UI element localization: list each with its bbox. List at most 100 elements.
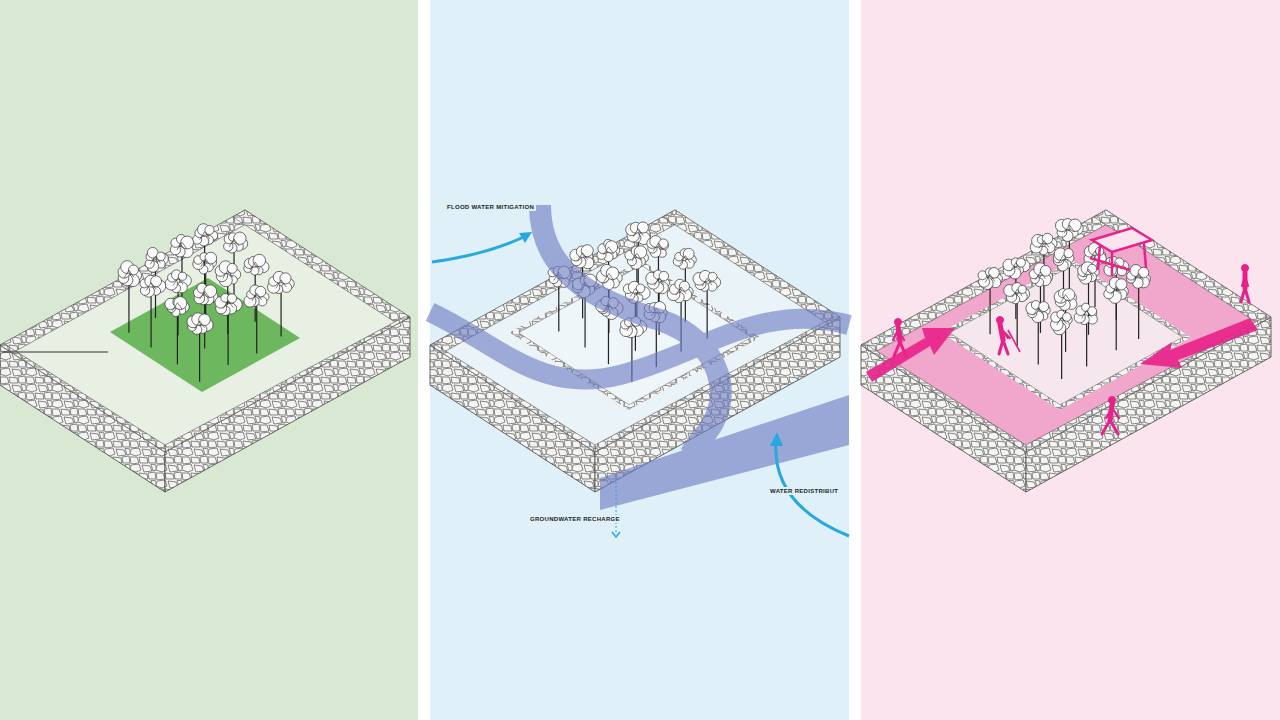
tree-branch xyxy=(578,253,588,261)
platform-top xyxy=(861,210,1271,452)
table-leg xyxy=(1098,245,1100,270)
panel-ground xyxy=(0,0,418,720)
person-figure xyxy=(1241,265,1249,303)
tree-trunk xyxy=(280,288,281,337)
rim-wall xyxy=(0,345,165,452)
person-arm xyxy=(1112,408,1119,418)
person-leg xyxy=(1102,420,1110,434)
tree-canopy xyxy=(280,273,291,284)
tree-branch xyxy=(1064,225,1074,233)
panel-ground xyxy=(861,0,1280,720)
grove-ground xyxy=(110,278,300,392)
tree-trunk xyxy=(989,283,990,335)
tree-branch xyxy=(1035,272,1045,280)
tree-branch xyxy=(604,274,614,282)
tree xyxy=(1074,303,1097,366)
activity-zone xyxy=(861,210,1271,452)
tree xyxy=(215,294,242,365)
tree-canopy xyxy=(253,254,265,266)
tree xyxy=(165,297,189,365)
tree-canopy xyxy=(199,314,211,326)
tree-branch xyxy=(1134,273,1144,281)
flow-arrows xyxy=(432,232,849,537)
tree-branch xyxy=(1033,307,1043,315)
tree xyxy=(145,247,168,318)
person-leg xyxy=(900,342,906,356)
tree-trunk xyxy=(128,278,129,333)
tree-branch xyxy=(985,275,995,283)
recharge-line xyxy=(616,478,617,532)
tree-branch xyxy=(680,256,690,264)
tree-branch xyxy=(604,247,614,255)
tree-branch xyxy=(195,321,205,329)
tree-branch xyxy=(172,303,182,311)
tree-branch xyxy=(201,259,211,267)
tree-branch xyxy=(223,270,233,278)
person-leg xyxy=(1245,288,1249,302)
leader-line xyxy=(2,352,108,353)
tree-branch xyxy=(1061,295,1071,303)
tree-trunk xyxy=(199,329,200,382)
tree-branch xyxy=(1111,286,1121,294)
tree-canopy xyxy=(637,222,648,233)
tree-canopy xyxy=(1069,219,1081,231)
tree-canopy xyxy=(1064,249,1073,258)
tree-branch xyxy=(1057,317,1067,325)
person-leg xyxy=(1003,340,1008,354)
tree-canopy xyxy=(679,281,689,291)
tree xyxy=(140,275,166,347)
tree xyxy=(1078,262,1100,335)
platform xyxy=(0,210,410,492)
person-figure xyxy=(997,317,1011,355)
water-flows xyxy=(430,205,849,510)
tree-trunk xyxy=(1086,318,1087,366)
water-band xyxy=(540,205,721,455)
tree-branch xyxy=(676,287,686,295)
tree-canopy xyxy=(989,267,1000,278)
tree xyxy=(1026,301,1050,365)
tree-branch xyxy=(200,232,210,240)
tree-branch xyxy=(276,280,286,288)
tree xyxy=(187,313,213,382)
tree-trunk xyxy=(150,291,151,348)
movement-arrow xyxy=(866,328,955,382)
grove-ground xyxy=(950,265,1183,405)
person-leg xyxy=(1110,420,1118,434)
tree xyxy=(1051,310,1073,379)
tree-branch xyxy=(654,278,664,286)
tree-branch xyxy=(173,277,183,285)
tree-canopy xyxy=(1016,258,1025,267)
person-arm xyxy=(898,330,904,340)
tree-branch xyxy=(229,239,239,247)
arrowhead xyxy=(770,432,783,446)
garden-hoe xyxy=(1008,330,1020,352)
flow-label: WATER REDISTRIBUT xyxy=(768,487,840,495)
tree xyxy=(192,224,217,290)
person-arm xyxy=(1106,408,1112,418)
tree-canopy xyxy=(181,236,194,249)
tree-canopy xyxy=(683,248,694,259)
tree-branch xyxy=(1011,263,1021,271)
tree-branch xyxy=(177,242,187,250)
table-leg xyxy=(1111,252,1114,276)
tree xyxy=(170,234,193,302)
tree-trunk xyxy=(228,308,229,364)
platform xyxy=(861,210,1271,492)
tree-branch xyxy=(151,256,161,264)
tree-canopy xyxy=(174,297,187,310)
tree-branch xyxy=(146,283,156,291)
tree-branch xyxy=(630,288,640,296)
tree xyxy=(1029,263,1052,333)
rim-wall xyxy=(233,210,410,324)
tree xyxy=(244,285,269,354)
tree xyxy=(165,270,191,335)
tree xyxy=(268,271,295,336)
tree-branch xyxy=(632,253,642,261)
tree-branch xyxy=(1082,310,1092,318)
tree-trunk xyxy=(177,311,178,365)
tree-canopy xyxy=(255,286,266,297)
tree-trunk xyxy=(558,280,559,331)
tree-canopy xyxy=(128,265,138,275)
